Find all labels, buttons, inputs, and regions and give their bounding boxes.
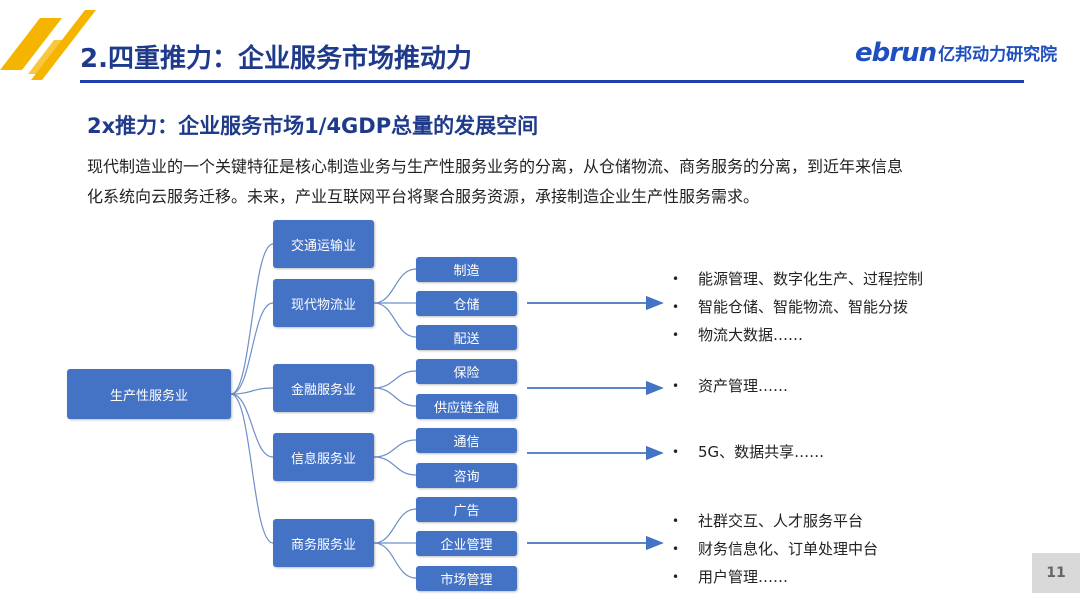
connector-info-telecom [373,439,417,458]
bullets-business: •社群交互、人才服务平台 •财务信息化、订单处理中台 •用户管理…… [672,507,878,591]
node-delivery: 配送 [416,325,517,350]
bullet-item: •智能仓储、智能物流、智能分拨 [672,298,909,316]
node-advertising: 广告 [416,497,517,522]
bullets-info: •5G、数据共享…… [672,438,824,466]
node-enterprise-mgmt: 企业管理 [416,531,517,556]
brand-logo: ebrun 亿邦动力研究院 [855,38,1057,68]
bullets-finance: •资产管理…… [672,372,788,400]
bullet-item: •资产管理…… [672,377,789,395]
connector-logistics-delivery [373,302,417,338]
node-storage: 仓储 [416,291,517,316]
bullet-item: •5G、数据共享…… [672,443,825,461]
node-manufacture: 制造 [416,257,517,282]
corner-stripes-decoration [0,10,96,80]
node-root: 生产性服务业 [67,369,231,419]
connector-root-finance [230,387,274,395]
connector-finance-insurance [373,370,417,389]
bullet-item: •社群交互、人才服务平台 [672,512,864,530]
node-info: 信息服务业 [273,433,374,481]
header-divider [80,80,1024,83]
body-line-1: 现代制造业的一个关键特征是核心制造业务与生产性服务业务的分离，从仓储物流、商务服… [87,157,904,176]
node-supply-chain-finance: 供应链金融 [416,394,517,419]
node-business: 商务服务业 [273,519,374,567]
section-subtitle: 2x推力：企业服务市场1/4GDP总量的发展空间 [87,114,539,138]
page-number: 11 [1032,553,1080,593]
bullet-item: •财务信息化、订单处理中台 [672,540,879,558]
body-line-2: 化系统向云服务迁移。未来，产业互联网平台将聚合服务资源，承接制造企业生产性服务需… [87,187,760,206]
bullet-item: •用户管理…… [672,568,789,586]
connector-root-transport [230,243,274,395]
connector-logistics-manufacture [373,268,417,304]
node-logistics: 现代物流业 [273,279,374,327]
node-market-mgmt: 市场管理 [416,566,517,591]
connector-root-info [230,393,274,458]
bullet-item: •物流大数据…… [672,326,804,344]
bullet-item: •能源管理、数字化生产、过程控制 [672,270,924,288]
node-transport: 交通运输业 [273,220,374,268]
connector-finance-scf [373,387,417,407]
node-telecom: 通信 [416,428,517,453]
bullets-logistics: •能源管理、数字化生产、过程控制 •智能仓储、智能物流、智能分拨 •物流大数据…… [672,265,923,349]
connector-business-ads [373,508,417,544]
connector-root-business [230,393,274,544]
body-paragraph: 现代制造业的一个关键特征是核心制造业务与生产性服务业务的分离，从仓储物流、商务服… [87,152,1037,212]
connector-business-market [373,542,417,579]
node-finance: 金融服务业 [273,364,374,412]
logo-text-en: ebrun [855,38,937,68]
connector-root-logistics [230,302,274,395]
logo-text-cn: 亿邦动力研究院 [938,45,1058,65]
connector-info-consult [373,456,417,476]
node-consulting: 咨询 [416,463,517,488]
page-title: 2.四重推力：企业服务市场推动力 [80,44,472,74]
node-insurance: 保险 [416,359,517,384]
